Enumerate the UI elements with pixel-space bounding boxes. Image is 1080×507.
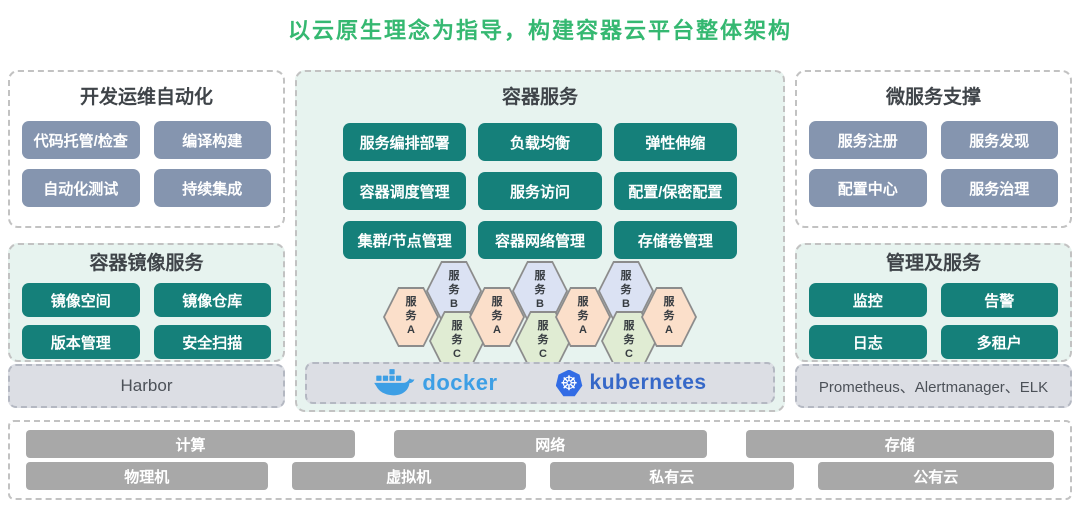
panel-management-services: 管理及服务 监控 告警 日志 多租户 [795,243,1072,362]
compile-build-button: 编译构建 [153,121,271,159]
panel-devops-title: 开发运维自动化 [79,87,213,108]
image-space-button: 镜像空间 [22,283,140,317]
container-button-grid: 服务编排部署 负载均衡 弹性伸缩 容器调度管理 服务访问 配置/保密配置 集群/… [297,109,783,259]
elastic-scaling-button: 弹性伸缩 [613,123,737,161]
devops-button-grid: 代码托管/检查 编译构建 自动化测试 持续集成 [10,109,283,207]
virtual-machine-bar: 虚拟机 [291,462,526,490]
docker-wordmark: docker [422,370,498,395]
storage-volume-mgmt-button: 存储卷管理 [613,221,737,259]
microservice-button-grid: 服务注册 服务发现 配置中心 服务治理 [797,109,1070,207]
infrastructure-row-platforms: 物理机 虚拟机 私有云 公有云 [26,462,1054,490]
logging-button: 日志 [809,325,927,359]
prometheus-alertmanager-elk-bar: Prometheus、Alertmanager、ELK [795,364,1072,408]
infrastructure-row-resources: 计算 网络 存储 [26,430,1054,458]
service-register-button: 服务注册 [809,121,927,159]
management-button-grid: 监控 告警 日志 多租户 [797,275,1070,359]
service-orchestration-button: 服务编排部署 [343,123,467,161]
physical-machine-bar: 物理机 [26,462,268,490]
kubernetes-wordmark: kubernetes [589,371,707,394]
docker-logo: docker [373,368,497,399]
multi-tenant-button: 多租户 [940,325,1058,359]
public-cloud-bar: 公有云 [817,462,1054,490]
panel-container-services: 容器服务 服务编排部署 负载均衡 弹性伸缩 容器调度管理 服务访问 配置/保密配… [295,70,785,412]
code-hosting-check-button: 代码托管/检查 [22,121,140,159]
service-governance-button: 服务治理 [940,169,1058,207]
private-cloud-bar: 私有云 [549,462,794,490]
panel-registry-title: 容器镜像服务 [89,253,204,274]
kubernetes-logo: ☸ kubernetes [555,369,707,397]
runtime-logo-bar: docker ☸ kubernetes [305,362,775,404]
registry-button-grid: 镜像空间 镜像仓库 版本管理 安全扫描 [10,275,283,359]
panel-container-title: 容器服务 [501,87,578,108]
service-access-button: 服务访问 [478,172,602,210]
page-title: 以云原生理念为指导，构建容器云平台整体架构 [287,18,792,43]
container-network-mgmt-button: 容器网络管理 [478,221,602,259]
service-hexagon-cluster: 服务A 服务B 服务C 服务A 服务B 服务C 服务A 服务B 服务C 服务A [383,261,697,371]
panel-mgmt-title: 管理及服务 [885,253,981,274]
automated-test-button: 自动化测试 [22,169,140,207]
config-center-button: 配置中心 [809,169,927,207]
storage-bar: 存储 [745,430,1054,458]
load-balancing-button: 负载均衡 [478,123,602,161]
monitoring-button: 监控 [809,283,927,317]
panel-image-registry: 容器镜像服务 镜像空间 镜像仓库 版本管理 安全扫描 [8,243,285,362]
kubernetes-helm-icon: ☸ [555,369,583,397]
container-scheduling-button: 容器调度管理 [343,172,467,210]
infrastructure-section: 计算 网络 存储 物理机 虚拟机 私有云 公有云 [8,420,1072,500]
panel-micro-title: 微服务支撑 [885,87,981,108]
image-repo-button: 镜像仓库 [153,283,271,317]
alerting-button: 告警 [940,283,1058,317]
cluster-node-mgmt-button: 集群/节点管理 [343,221,467,259]
network-bar: 网络 [393,430,708,458]
docker-whale-icon [374,368,415,395]
security-scan-button: 安全扫描 [153,325,271,359]
continuous-integration-button: 持续集成 [153,169,271,207]
config-secret-button: 配置/保密配置 [613,172,737,210]
service-discovery-button: 服务发现 [940,121,1058,159]
harbor-bar: Harbor [8,364,285,408]
compute-bar: 计算 [26,430,355,458]
panel-devops-automation: 开发运维自动化 代码托管/检查 编译构建 自动化测试 持续集成 [8,70,285,228]
panel-microservice-support: 微服务支撑 服务注册 服务发现 配置中心 服务治理 [795,70,1072,228]
version-mgmt-button: 版本管理 [22,325,140,359]
